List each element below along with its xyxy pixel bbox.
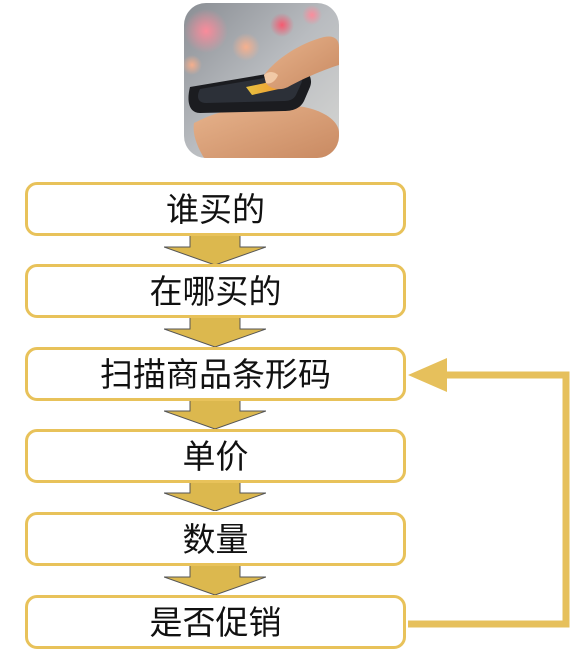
step-scan-barcode: 扫描商品条形码 [25,347,406,401]
step-label: 是否促销 [149,602,282,642]
down-arrow-3 [164,399,266,429]
step-label: 数量 [182,519,249,559]
down-arrow-2 [164,317,266,347]
down-arrow-4 [164,481,266,511]
step-label: 扫描商品条形码 [100,354,331,394]
step-label: 单价 [182,436,249,476]
down-arrow-1 [164,235,266,265]
step-label: 谁买的 [166,189,265,229]
step-on-promotion: 是否促销 [25,595,406,649]
step-where-bought: 在哪买的 [25,264,406,318]
step-quantity: 数量 [25,512,406,566]
smartphone-photo [184,3,339,158]
down-arrow-5 [164,565,266,595]
step-who-bought: 谁买的 [25,182,406,236]
step-unit-price: 单价 [25,429,406,483]
step-label: 在哪买的 [149,271,282,311]
